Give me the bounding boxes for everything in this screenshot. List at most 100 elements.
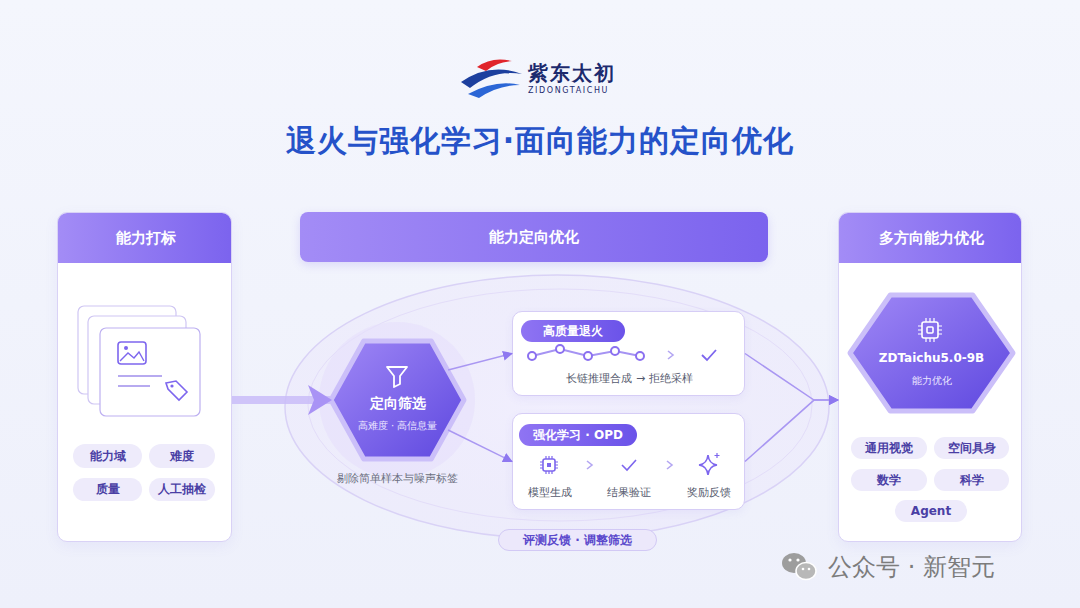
decor-path — [699, 455, 717, 475]
decor-rect — [547, 463, 551, 467]
node-text: 质量 — [73, 478, 142, 501]
hex-subtitle: 高难度 · 高信息量 — [330, 419, 465, 433]
decor-rect — [118, 342, 146, 364]
decor-circle — [584, 352, 592, 360]
decor-circle — [636, 352, 644, 360]
decor-path — [622, 460, 636, 470]
node-text: 科学 — [934, 469, 1009, 491]
tag-pill: Agent — [895, 500, 967, 522]
hex-caption: 剔除简单样本与噪声标签 — [310, 471, 485, 487]
tag-pill: 难度 — [149, 444, 215, 468]
decor-path — [166, 381, 187, 400]
decor-rect — [78, 306, 176, 394]
node-text: 能力定向优化 — [300, 212, 768, 262]
chip-icon — [918, 318, 942, 342]
hex-subtitle: 能力优化 — [849, 374, 1014, 388]
decor-path — [540, 456, 558, 474]
box-heading: 强化学习 · OPD — [519, 424, 637, 446]
decor-path — [587, 461, 592, 469]
decor-circle — [808, 568, 811, 571]
flow-arrow — [745, 354, 838, 401]
wechat-icon — [782, 553, 816, 580]
decor-path — [668, 351, 673, 359]
decor-path — [118, 376, 162, 386]
decor-path — [468, 83, 520, 98]
node-text: 人工抽检 — [149, 478, 215, 501]
region-ellipse — [285, 275, 829, 539]
rl-icons — [540, 453, 720, 475]
filter-hexagon: 定向筛选高难度 · 高信息量剔除简单样本与噪声标签 — [330, 340, 465, 460]
step-label: 奖励反馈 — [677, 485, 741, 501]
flow-arrow — [745, 400, 838, 461]
step-label: 模型生成 — [518, 485, 582, 501]
model-hexagon: ZDTaichu5.0-9B 能力优化 — [849, 294, 1014, 412]
decor-circle — [556, 345, 564, 353]
decor-circle — [611, 347, 619, 355]
decor-ellipse — [796, 563, 816, 580]
panel-header: 多方向能力优化 — [839, 213, 1022, 263]
decor-circle — [124, 346, 128, 350]
tag-pill: 能力域 — [73, 444, 142, 468]
tag-pill: 人工抽检 — [149, 478, 215, 501]
decor-path — [715, 453, 720, 458]
decor-circle — [796, 558, 799, 561]
dataset-illustration — [78, 306, 200, 416]
process-box: 强化学习 · OPD 模型生成结果验证奖励反馈 — [512, 413, 745, 510]
decor-rect — [927, 327, 933, 333]
funnel-icon — [387, 367, 407, 387]
flow-arrow — [448, 354, 512, 371]
diagram-title: 退火与强化学习·面向能力的定向优化 — [0, 121, 1080, 162]
step-label: 结果验证 — [597, 485, 661, 501]
brand-name: 紫东太初 — [528, 60, 648, 87]
decor-path — [477, 59, 512, 71]
node-text: 能力域 — [73, 444, 142, 468]
box-body: 长链推理合成 → 拒绝采样 — [513, 371, 746, 387]
hexagon-shape — [331, 341, 464, 459]
decor-circle — [802, 568, 805, 571]
decor-circle — [528, 352, 536, 360]
decor-path — [461, 70, 522, 89]
panel-header: 能力打标 — [58, 213, 232, 263]
hex-title: 定向筛选 — [330, 393, 465, 413]
node-text: 空间具身 — [934, 437, 1009, 459]
node-text: 通用视觉 — [851, 437, 927, 459]
node-text: 难度 — [149, 444, 215, 468]
decor-rect — [922, 322, 938, 338]
decor-rect — [100, 328, 200, 416]
box-heading: 高质量退火 — [521, 320, 625, 342]
logo-mark — [461, 59, 522, 98]
decor-rect — [543, 459, 555, 471]
feedback-pill: 评测反馈 · 调整筛选 — [498, 529, 657, 551]
tag-pill: 空间具身 — [934, 437, 1009, 459]
node-text: 数学 — [851, 469, 927, 491]
brand-latin: ZIDONGTAICHU — [528, 86, 648, 95]
tag-pill: 质量 — [73, 478, 142, 501]
decor-path — [667, 461, 672, 469]
node-text: Agent — [895, 500, 967, 522]
flow-arrow — [448, 430, 512, 462]
hex-glow — [319, 322, 475, 478]
decor-path — [702, 350, 716, 360]
decor-circle — [170, 384, 173, 387]
model-name: ZDTaichu5.0-9B — [849, 350, 1014, 366]
decor-circle — [788, 558, 791, 561]
annealing-icons — [528, 345, 716, 360]
inner-ellipse — [308, 289, 812, 521]
decor-ellipse — [782, 553, 806, 573]
decor-polyline — [532, 349, 640, 356]
flow-arrow — [232, 396, 330, 404]
decor-rect — [88, 316, 186, 404]
tag-pill: 科学 — [934, 469, 1009, 491]
decor-path — [387, 367, 407, 387]
stage-panel: 多方向能力优化 ZDTaichu5.0-9B 能力优化通用视觉空间具身数学科学 Age… — [838, 212, 1022, 542]
decor-path — [120, 352, 144, 361]
process-box: 高质量退火长链推理合成 → 拒绝采样 — [512, 311, 745, 396]
tag-pill: 数学 — [851, 469, 927, 491]
watermark: 公众号 · 新智元 — [828, 551, 1068, 583]
stage-panel: 能力打标能力域难度质量人工抽检 — [57, 212, 232, 542]
node-text: 评测反馈 · 调整筛选 — [499, 530, 656, 550]
tag-pill: 通用视觉 — [851, 437, 927, 459]
decor-path — [918, 318, 942, 342]
header-band: 能力定向优化 — [300, 212, 768, 262]
